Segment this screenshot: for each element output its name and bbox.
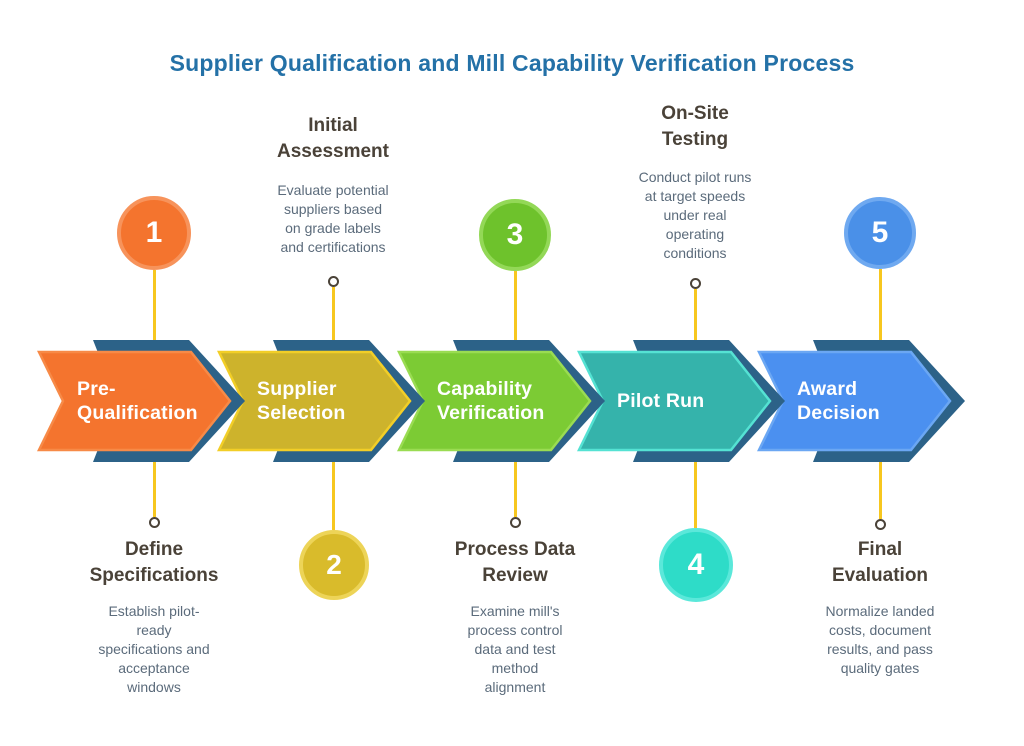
step-3-top-connector: [514, 271, 517, 346]
step-5-bottom-connector: [879, 460, 882, 519]
step-2-callout-heading: Initial Assessment: [277, 115, 389, 162]
step-4-callout: On-Site Testing: [585, 101, 805, 153]
step-4-callout-description: Conduct pilot runs at target speeds unde…: [638, 169, 752, 261]
step-3-connector-ring: [510, 517, 521, 528]
step-1-callout: Define Specifications: [44, 537, 264, 589]
step-5-number-badge: 5: [844, 197, 916, 269]
step-1-number-badge: 1: [117, 196, 191, 270]
step-4-bottom-connector: [694, 460, 697, 528]
step-3-arrow: [397, 340, 605, 462]
step-2-callout: Initial Assessment: [223, 113, 443, 165]
step-4-number-badge: 4: [659, 528, 733, 602]
step-3-callout-heading: Process Data Review: [454, 539, 576, 586]
step-1-bottom-connector: [153, 460, 156, 517]
step-1-arrow: [37, 340, 245, 462]
step-5-callout: Final Evaluation: [770, 537, 990, 589]
step-3-number: 3: [506, 218, 524, 251]
step-4-label: Pilot Run: [617, 390, 705, 412]
step-2-label: Supplier Selection: [257, 378, 346, 424]
step-3-number-badge: 3: [479, 199, 551, 271]
step-4-callout-heading: On-Site Testing: [661, 103, 729, 150]
page-title: Supplier Qualification and Mill Capabili…: [169, 50, 855, 76]
step-4-number: 4: [687, 548, 705, 581]
step-5-number: 5: [871, 216, 889, 249]
step-1-top-connector: [153, 270, 156, 346]
step-4-top-connector: [694, 289, 697, 346]
step-5-callout-description: Normalize landed costs, document results…: [825, 603, 935, 676]
step-5-arrow: [757, 340, 965, 462]
step-1-number: 1: [145, 216, 163, 249]
step-5-top-connector: [879, 269, 882, 346]
step-3-callout-description: Examine mill's process control data and …: [467, 603, 563, 695]
step-2-top-connector: [332, 287, 335, 346]
step-4-arrow: [577, 340, 785, 462]
step-2-callout-description: Evaluate potential suppliers based on gr…: [277, 182, 389, 255]
step-3-label: Capability Verification: [437, 378, 545, 424]
step-1-arrow-shape: [37, 350, 232, 452]
step-1-callout-heading: Define Specifications: [89, 539, 219, 586]
step-5-label: Award Decision: [797, 378, 880, 424]
step-4-connector-ring: [690, 278, 701, 289]
step-2-arrow: [217, 340, 425, 462]
step-3-callout: Process Data Review: [405, 537, 625, 589]
step-2-connector-ring: [328, 276, 339, 287]
step-1-callout-description: Establish pilot- ready specifications an…: [98, 603, 210, 695]
step-5-connector-ring: [875, 519, 886, 530]
step-2-number-badge: 2: [299, 530, 369, 600]
step-1-label: Pre- Qualification: [77, 378, 198, 424]
step-2-bottom-connector: [332, 460, 335, 530]
step-2-number: 2: [326, 549, 342, 580]
step-5-callout-heading: Final Evaluation: [831, 539, 929, 586]
step-3-bottom-connector: [514, 460, 517, 517]
step-1-connector-ring: [149, 517, 160, 528]
